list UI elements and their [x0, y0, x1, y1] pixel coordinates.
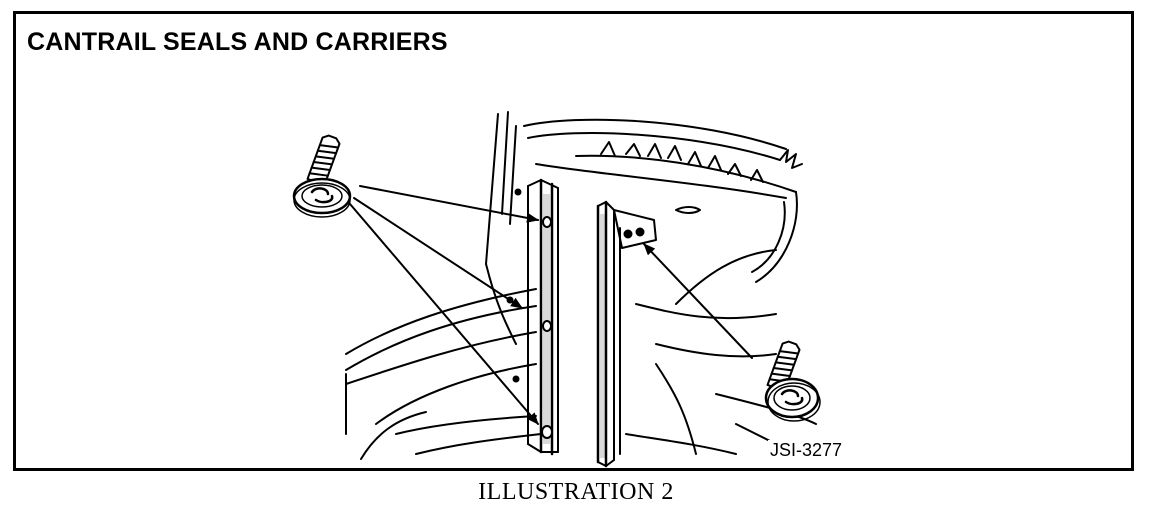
- mounting-hole: [542, 320, 552, 332]
- illustration-frame: CANTRAIL SEALS AND CARRIERS: [13, 11, 1134, 471]
- seal-carrier-front: [506, 178, 559, 456]
- arrow-icon: [353, 197, 523, 309]
- screw-icon: [292, 134, 352, 218]
- cantrail-drawing: [292, 111, 821, 468]
- arrow-icon: [643, 243, 753, 359]
- screw-icon: [764, 340, 821, 422]
- seal-carrier-rear: [596, 200, 657, 468]
- mounting-hole: [542, 216, 552, 228]
- mounting-hole: [623, 229, 633, 239]
- arrow-icon: [359, 185, 539, 223]
- arrow-icon: [349, 203, 539, 425]
- mounting-hole: [541, 425, 553, 439]
- figure-title: CANTRAIL SEALS AND CARRIERS: [27, 28, 448, 56]
- mounting-hole: [635, 227, 645, 237]
- figure-caption: ILLUSTRATION 2: [478, 479, 674, 505]
- part-reference-code: JSI-3277: [768, 440, 845, 461]
- vehicle-body-lines: [345, 111, 817, 460]
- arrow-icon: [349, 185, 753, 425]
